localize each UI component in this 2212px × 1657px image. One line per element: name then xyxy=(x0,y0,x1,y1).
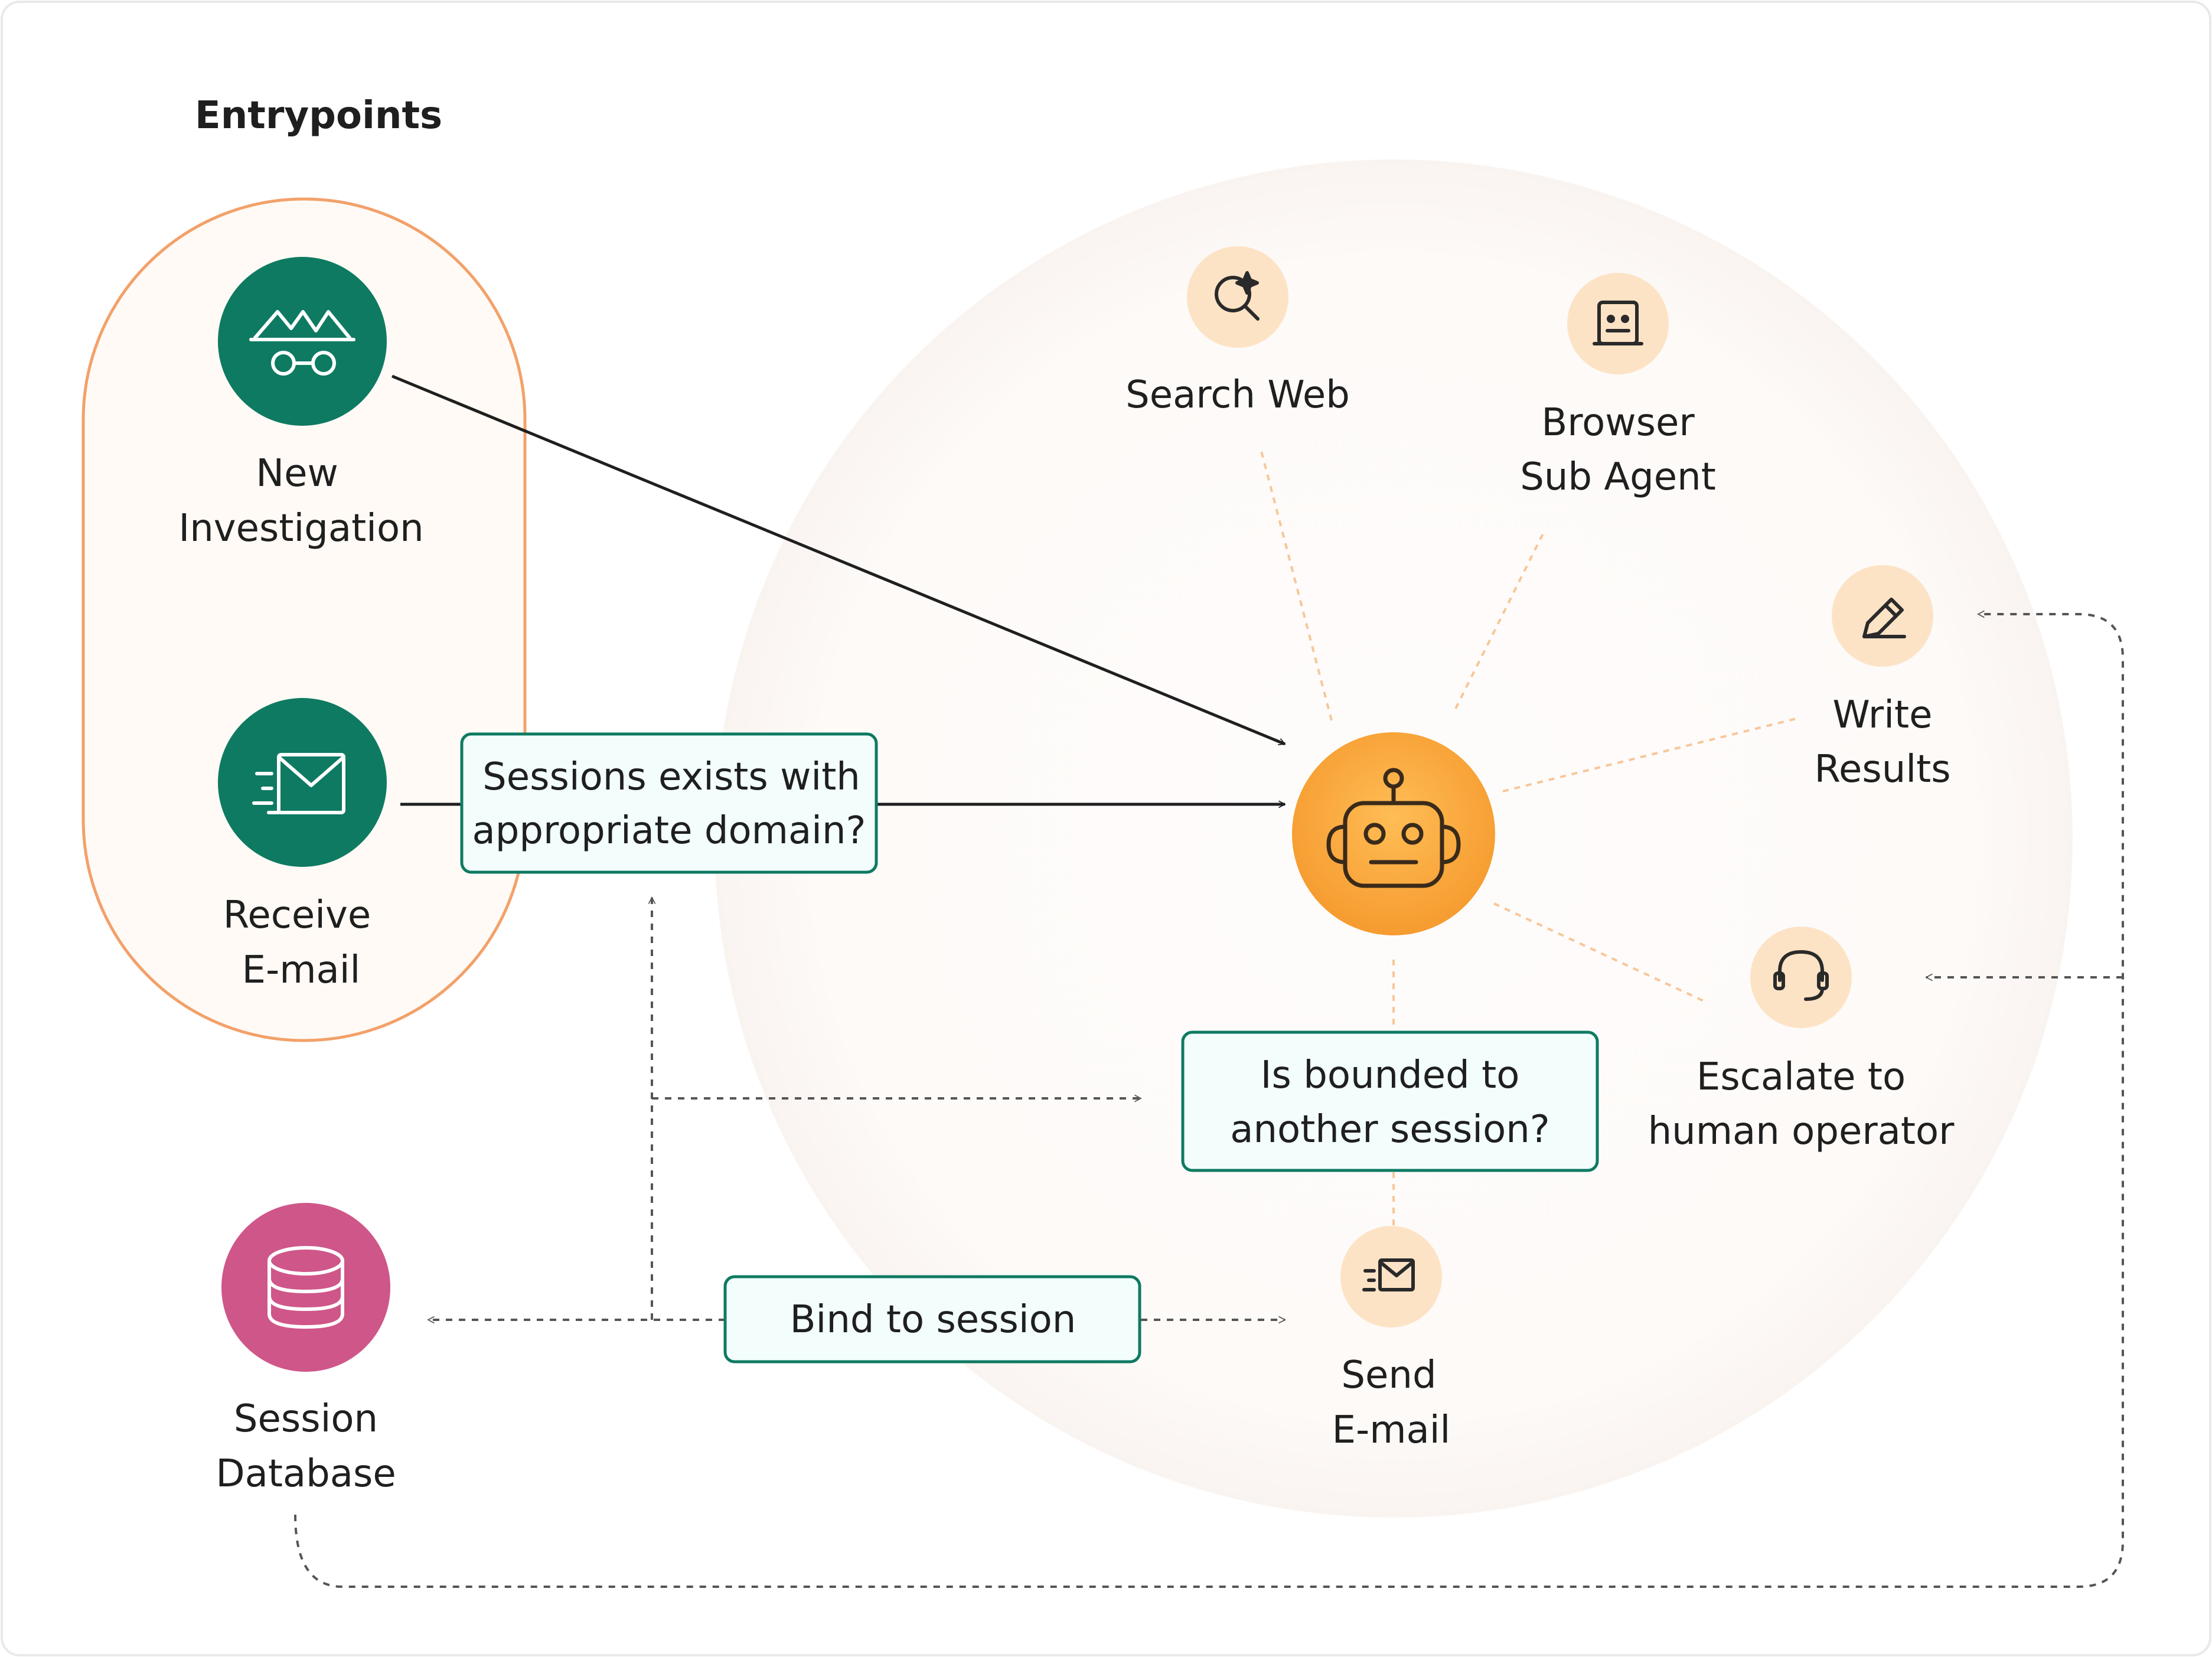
database-icon xyxy=(267,1246,344,1329)
browser-sub-agent-label-2: Sub Agent xyxy=(1520,455,1716,499)
write-results-node: Write Results xyxy=(1814,565,1951,791)
send-email-label-2: E-mail xyxy=(1332,1408,1451,1452)
search-web-label: Search Web xyxy=(1125,373,1350,417)
send-email-label-1: Send xyxy=(1341,1353,1436,1397)
headset-icon xyxy=(1773,950,1829,1001)
send-email-node: Send E-mail xyxy=(1332,1226,1451,1452)
is-bounded-box: Is bounded to another session? xyxy=(1181,1030,1599,1172)
pencil-icon xyxy=(1862,598,1906,638)
entrypoints-group xyxy=(81,197,527,1042)
receive-email-node: Receive E-mail xyxy=(218,698,387,992)
escalate-node: Escalate to human operator xyxy=(1648,927,1955,1153)
new-investigation-label-2: Investigation xyxy=(178,507,423,550)
search-sparkle-icon xyxy=(1215,271,1260,321)
session-exists-label-2: appropriate domain? xyxy=(472,809,866,853)
dotted-connectors xyxy=(294,610,2124,1588)
receive-email-label-2: E-mail xyxy=(242,948,361,992)
browser-sub-agent-label-1: Browser xyxy=(1541,401,1695,445)
section-title: Entrypoints xyxy=(195,94,442,138)
new-investigation-node: New Investigation xyxy=(178,257,424,550)
session-exists-label-1: Sessions exists with xyxy=(482,755,860,799)
new-investigation-label-1: New xyxy=(256,452,338,495)
robot-icon xyxy=(1326,768,1461,888)
bind-to-session-box: Bind to session xyxy=(723,1275,1141,1364)
browser-sub-agent-node: Browser Sub Agent xyxy=(1520,273,1716,499)
is-bounded-label-2: another session? xyxy=(1230,1108,1550,1152)
session-exists-box: Sessions exists with appropriate domain? xyxy=(460,732,878,874)
tool-spokes xyxy=(1260,448,1802,1225)
session-database-label-1: Session xyxy=(234,1397,378,1441)
receive-email-label-1: Receive xyxy=(223,893,371,937)
agent-node xyxy=(1292,732,1495,935)
session-database-label-2: Database xyxy=(216,1452,396,1496)
search-web-node: Search Web xyxy=(1125,246,1350,417)
mail-send-icon xyxy=(1362,1258,1415,1291)
is-bounded-label-1: Is bounded to xyxy=(1261,1053,1520,1097)
investigation-to-agent-arrow xyxy=(391,374,1286,746)
mail-fast-icon xyxy=(252,753,345,814)
feedback-loop xyxy=(294,610,2124,1588)
bind-to-session-label: Bind to session xyxy=(790,1298,1076,1342)
escalate-label-2: human operator xyxy=(1648,1110,1955,1153)
write-results-label-1: Write xyxy=(1833,693,1933,737)
write-results-label-2: Results xyxy=(1814,748,1950,791)
escalate-label-1: Escalate to xyxy=(1696,1055,1906,1099)
session-database-node: Session Database xyxy=(216,1203,396,1496)
browser-robot-icon xyxy=(1593,301,1643,345)
spy-incognito-icon xyxy=(249,310,355,376)
